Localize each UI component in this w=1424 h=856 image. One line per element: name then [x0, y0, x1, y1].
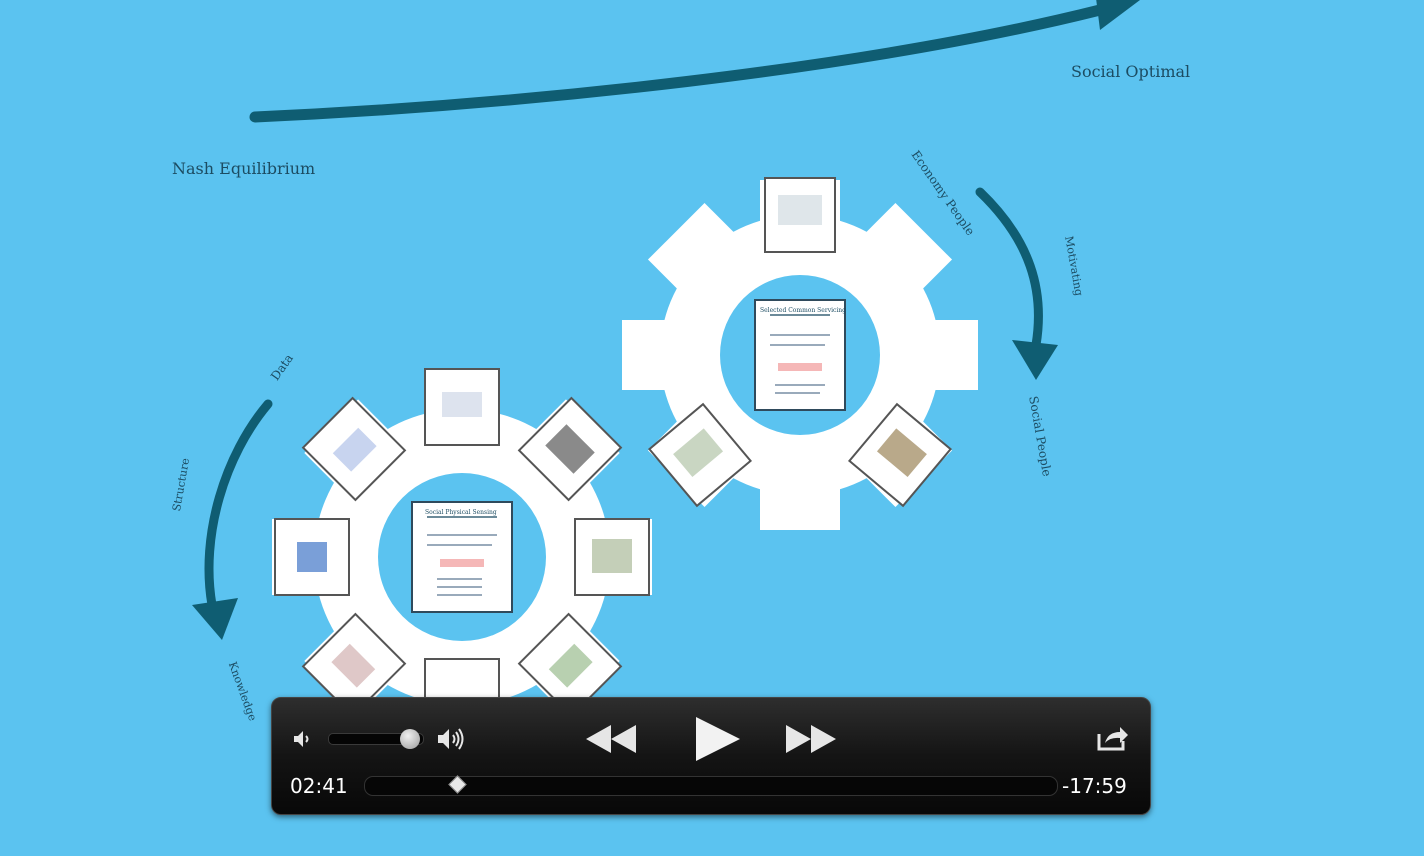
- volume-high-icon[interactable]: [436, 725, 468, 758]
- slide-thumbnail[interactable]: [517, 612, 623, 718]
- slide-thumbnail[interactable]: [517, 396, 623, 502]
- slide-thumbnail[interactable]: [574, 518, 650, 596]
- volume-low-icon[interactable]: [292, 728, 314, 755]
- fast-forward-icon[interactable]: [784, 723, 838, 760]
- slide-thumbnail[interactable]: [301, 612, 407, 718]
- right-cycle-arrow: [975, 187, 1043, 350]
- left-cycle-arrow: [204, 399, 273, 610]
- volume-slider-knob[interactable]: [399, 729, 420, 749]
- play-icon[interactable]: [694, 716, 742, 767]
- slide-thumbnail[interactable]: [764, 177, 836, 253]
- gear-small-title: Social Physical Sensing: [425, 509, 497, 516]
- share-icon[interactable]: [1096, 724, 1130, 757]
- right-cycle-arrow-head: [1012, 340, 1058, 380]
- slide-thumbnail[interactable]: [274, 518, 350, 596]
- progress-track[interactable]: [364, 776, 1058, 796]
- slide-thumbnail[interactable]: [424, 368, 500, 446]
- slide-thumbnail[interactable]: [647, 402, 753, 508]
- time-elapsed: 02:41: [290, 774, 348, 798]
- slide-thumbnail[interactable]: [301, 396, 407, 502]
- gear-large-title: Selected Common Servicing: [760, 307, 846, 314]
- time-remaining: -17:59: [1062, 774, 1127, 798]
- top-arrow-head: [1096, 0, 1140, 30]
- slide-thumbnail[interactable]: [847, 402, 953, 508]
- gear-small: [272, 368, 652, 742]
- rewind-icon[interactable]: [584, 723, 638, 760]
- top-arrow: [249, 4, 1106, 123]
- top-label: Social Optimal: [1071, 62, 1191, 81]
- left-cycle-arrow-head: [192, 598, 238, 640]
- video-controller: 02:41 -17:59: [271, 697, 1151, 815]
- gear-large: [622, 177, 978, 530]
- left-label: Nash Equilibrium: [172, 159, 316, 178]
